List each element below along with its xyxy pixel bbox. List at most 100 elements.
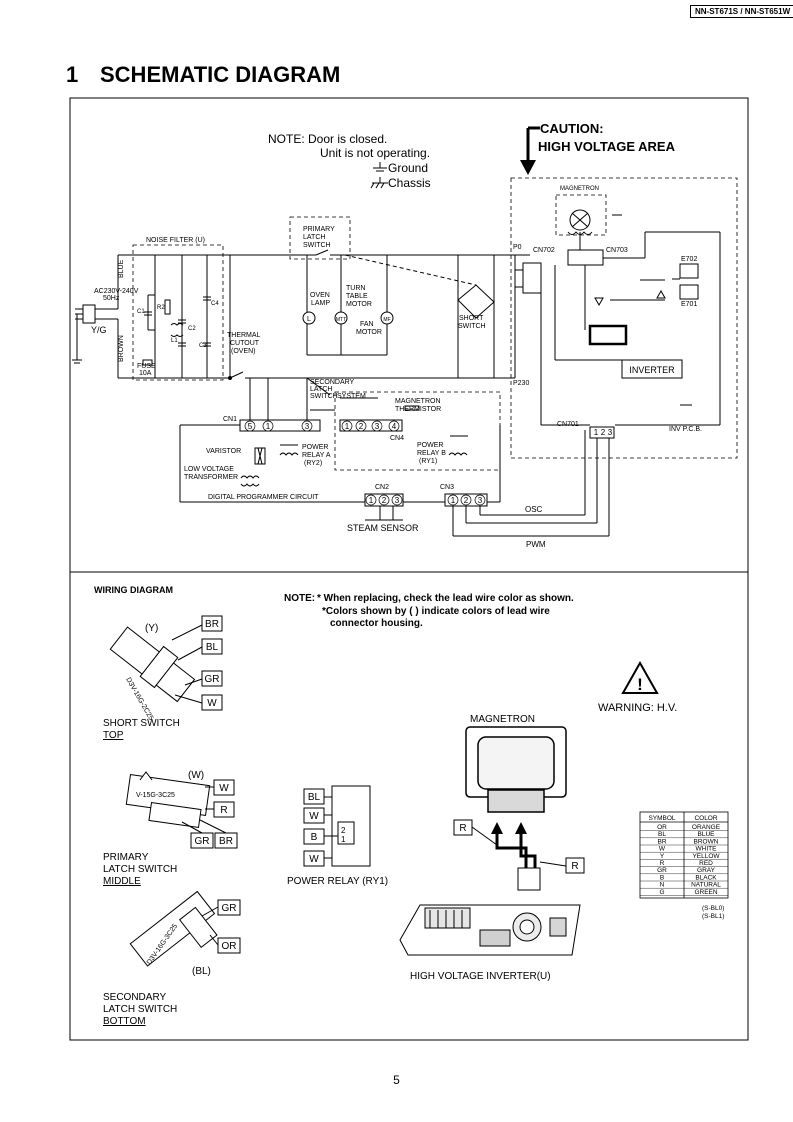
color-table-color-cell: GRAY xyxy=(697,867,716,874)
secondary-latch-switch-drawing xyxy=(129,890,218,967)
c2-label: C2 xyxy=(188,326,196,332)
thermal-cutout-label-1: THERMAL xyxy=(227,332,261,339)
power-relay-b-label-1: POWER xyxy=(417,442,443,449)
color-table-color-cell: ORANGE xyxy=(692,824,721,831)
color-table-color-cell: NATURAL xyxy=(691,882,721,889)
oven-lamp-label-2: LAMP xyxy=(311,300,330,307)
primary-switch-part-number: V-15G-3C25 xyxy=(136,792,175,799)
color-table-symbol-cell: Y xyxy=(660,853,665,860)
color-table-symbol-cell: N xyxy=(660,882,665,889)
brown-wire-label: BROWN xyxy=(118,335,125,362)
color-table-color-cell: BLUE xyxy=(698,831,716,838)
caution-label: CAUTION: xyxy=(540,121,604,136)
magnetron-box xyxy=(555,194,607,236)
cn3-label: CN3 xyxy=(440,484,454,491)
switch-labels: SHORT SWITCH TOP PRIMARY LATCH SWITCH MI… xyxy=(103,718,180,1027)
r2-label: R2 xyxy=(157,305,165,311)
color-table-symbol-cell: B xyxy=(660,874,664,881)
secondary-latch-label-2: LATCH xyxy=(310,386,332,393)
color-table-color-cell: RED xyxy=(699,860,713,867)
secondary-switch-housing-label: (BL) xyxy=(192,966,211,977)
wiring-note-line-1: * When replacing, check the lead wire co… xyxy=(317,593,574,604)
cn4-pin-1: 1 xyxy=(345,422,350,431)
legend-note: NOTE: Door is closed. Unit is not operat… xyxy=(268,132,431,190)
secondary-latch-label-1: SECONDARY xyxy=(310,379,355,386)
relay-tag-w-top: W xyxy=(309,811,319,822)
magnetron-tag-r-left: R xyxy=(459,823,466,834)
primary-switch-housing-label: (W) xyxy=(188,770,204,781)
color-table-symbol-cell: R xyxy=(660,860,665,867)
l1-label: L1 xyxy=(171,338,178,344)
caution-block: CAUTION: HIGH VOLTAGE AREA xyxy=(520,121,676,175)
varistor-label: VARISTOR xyxy=(206,448,241,455)
oven-lamp-label-1: OVEN xyxy=(310,292,330,299)
wiring-note-line-3: connector housing. xyxy=(330,618,423,629)
secondary-switch-position: BOTTOM xyxy=(103,1016,146,1027)
magnetron-leads xyxy=(495,832,537,870)
fuse-label-2: 10A xyxy=(139,370,152,377)
cn4-label: CN4 xyxy=(390,435,404,442)
inv-pcb-label: INV P.C.B. xyxy=(669,426,702,433)
magnetron-drawing xyxy=(465,726,567,813)
schematic-wiring xyxy=(72,209,721,537)
primary-switch-position: MIDDLE xyxy=(103,876,141,887)
relay-tag-bl: BL xyxy=(308,792,321,803)
chassis-symbol-icon xyxy=(370,177,388,189)
primary-switch-tag-br: BR xyxy=(219,836,233,847)
sbl0-label: (S-BL0) xyxy=(702,905,724,912)
color-table-symbol-cell: BL xyxy=(658,831,666,838)
connector-pins: 5 1 3 1 2 3 4 1 2 3 1 2 3 1 2 3 xyxy=(244,420,613,506)
primary-latch-label-1: PRIMARY xyxy=(303,226,335,233)
hv-inverter-drawing xyxy=(399,904,581,956)
wire-color-tags: BR BL GR W W R GR BR GR OR xyxy=(190,615,241,954)
lead-arrow-2-icon xyxy=(515,822,527,834)
thermal-cutout-label-3: (OVEN) xyxy=(231,348,256,355)
cn2-pin-1: 1 xyxy=(369,496,374,505)
c1-label: C1 xyxy=(137,309,145,315)
cn3-pin-1: 1 xyxy=(451,496,456,505)
turn-table-label-3: MOTOR xyxy=(346,301,372,308)
primary-latch-label-2: LATCH xyxy=(303,234,325,241)
c4-label: C4 xyxy=(211,301,219,307)
fan-motor-symbol-label: MF xyxy=(383,317,390,323)
short-switch-tag-gr: GR xyxy=(205,674,220,685)
relay-pin-1: 1 xyxy=(341,835,346,844)
power-relay-a-label-1: POWER xyxy=(302,444,328,451)
color-table-color-cell: BLACK xyxy=(695,874,717,881)
cn1-pin-1: 1 xyxy=(266,422,271,431)
fuse-label-1: FUSE xyxy=(137,363,156,370)
lv-transformer-label-2: TRANSFORMER xyxy=(184,474,238,481)
wiring-note-label: NOTE: xyxy=(284,593,315,604)
power-relay-b-label-2: RELAY B xyxy=(417,450,446,457)
cn2-pin-2: 2 xyxy=(382,496,387,505)
osc-label: OSC xyxy=(525,505,543,514)
primary-switch-name-1: PRIMARY xyxy=(103,852,149,863)
ground-label: Ground xyxy=(388,161,428,175)
turn-table-label-2: TABLE xyxy=(346,293,368,300)
secondary-latch-label-3: SWITCH xyxy=(310,393,338,400)
primary-switch-tag-w: W xyxy=(219,783,229,794)
color-table-symbol-cell: OR xyxy=(657,824,667,831)
e702-label: E702 xyxy=(681,256,697,263)
hv-connector xyxy=(517,867,541,891)
wiring-frame xyxy=(69,571,749,1041)
cn1-label: CN1 xyxy=(223,416,237,423)
fan-motor-label-1: FAN xyxy=(360,321,374,328)
thermal-cutout-label-2: CUTOUT xyxy=(230,340,260,347)
turntable-motor-symbol-label: MTT xyxy=(336,317,346,323)
section-title-text: SCHEMATIC DIAGRAM xyxy=(100,62,341,87)
color-table-color-cell: WHITE xyxy=(696,846,718,853)
p230-label: P230 xyxy=(513,380,529,387)
warning-hv-label: WARNING: H.V. xyxy=(598,702,677,714)
lamp-symbol-label: L xyxy=(307,316,311,323)
primary-switch-tag-gr: GR xyxy=(195,836,210,847)
ac-input-label-2: 50Hz xyxy=(103,295,120,302)
short-switch-housing-label: (Y) xyxy=(145,623,158,634)
primary-switch-name-2: LATCH SWITCH xyxy=(103,864,177,875)
power-relay-b-label-3: (RY1) xyxy=(419,458,437,465)
primary-latch-box xyxy=(289,216,351,260)
color-table-symbol-cell: G xyxy=(659,889,664,896)
high-voltage-area-box xyxy=(510,177,738,459)
